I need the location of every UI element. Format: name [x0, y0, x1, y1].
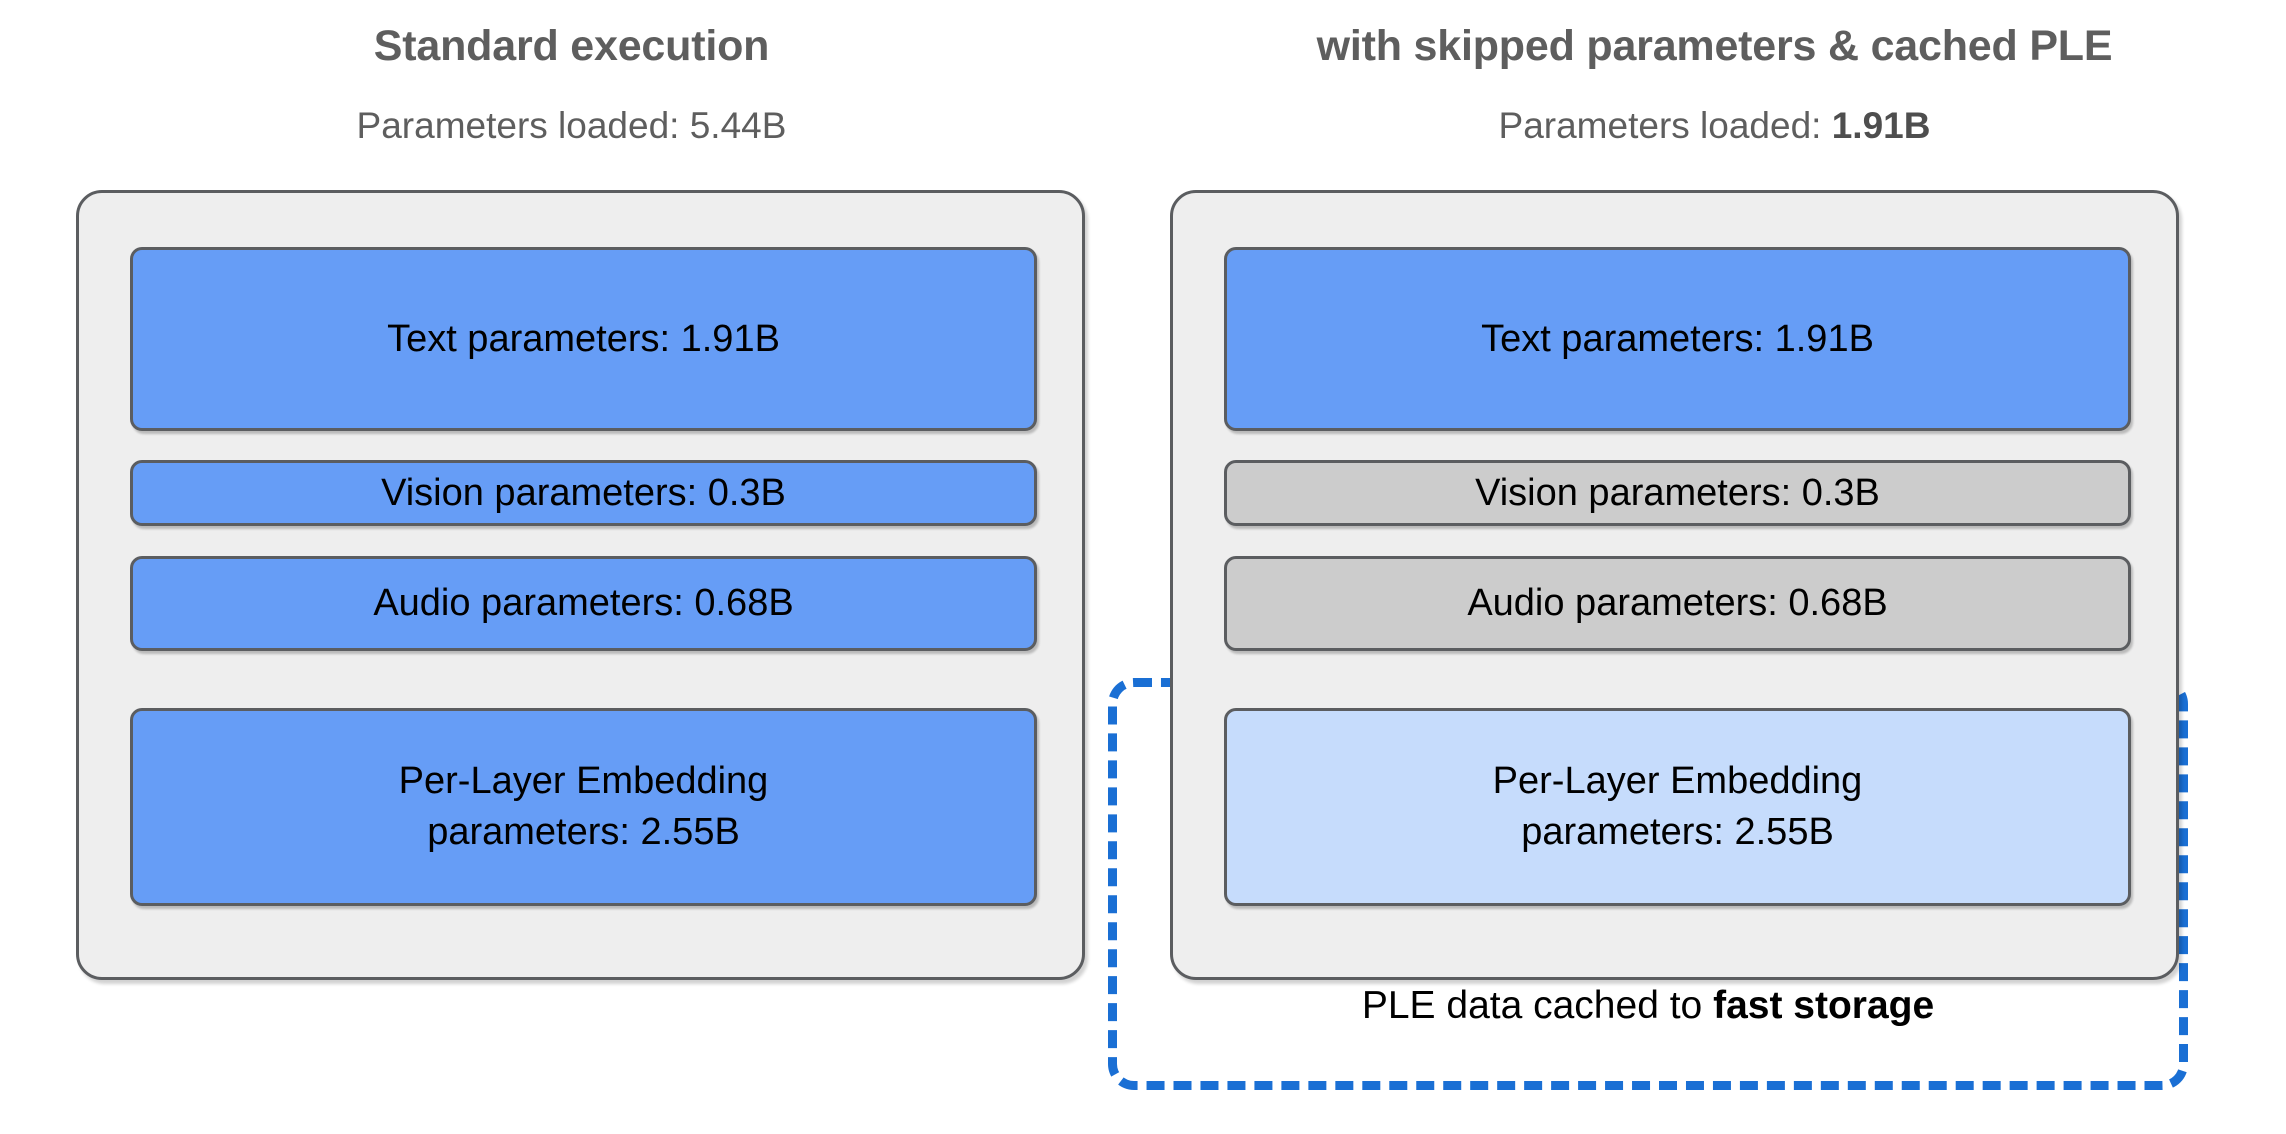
right-column-title: with skipped parameters & cached PLE [1316, 22, 2113, 70]
left-subtitle-value: 5.44B [689, 105, 787, 146]
left-block-vision-parameters-label: Vision parameters: 0.3B [381, 471, 786, 514]
right-block-text-parameters: Text parameters: 1.91B [1224, 247, 2131, 431]
left-block-text-parameters: Text parameters: 1.91B [130, 247, 1037, 431]
left-block-vision-parameters: Vision parameters: 0.3B [130, 460, 1037, 526]
right-block-ple-parameters: Per-Layer Embedding parameters: 2.55B [1224, 708, 2131, 906]
right-block-ple-parameters-label: Per-Layer Embedding parameters: 2.55B [1493, 756, 1863, 857]
left-block-ple-parameters-label: Per-Layer Embedding parameters: 2.55B [399, 756, 769, 857]
standard-execution-panel: Text parameters: 1.91B Vision parameters… [76, 190, 1085, 980]
cache-caption-prefix: PLE data cached to [1361, 984, 1714, 1027]
right-block-vision-parameters-label: Vision parameters: 0.3B [1475, 471, 1880, 514]
left-column: Standard execution Parameters loaded: 5.… [0, 22, 1143, 980]
right-block-audio-parameters: Audio parameters: 0.68B [1224, 556, 2131, 651]
left-block-ple-line2: parameters: 2.55B [427, 811, 740, 853]
cache-caption: PLE data cached to fast storage [1108, 984, 2188, 1028]
left-block-ple-parameters: Per-Layer Embedding parameters: 2.55B [130, 708, 1037, 906]
left-block-ple-line1: Per-Layer Embedding [398, 760, 769, 803]
right-block-text-parameters-label: Text parameters: 1.91B [1481, 317, 1874, 360]
skipped-parameters-panel: Text parameters: 1.91B Vision parameters… [1170, 190, 2179, 980]
left-block-audio-parameters: Audio parameters: 0.68B [130, 556, 1037, 651]
left-block-text-parameters-label: Text parameters: 1.91B [387, 317, 780, 360]
left-column-title: Standard execution [373, 22, 770, 70]
left-subtitle-prefix: Parameters loaded: [356, 105, 690, 146]
right-block-ple-line2: parameters: 2.55B [1521, 811, 1834, 853]
cache-caption-strong: fast storage [1713, 984, 1935, 1027]
left-block-audio-parameters-label: Audio parameters: 0.68B [373, 582, 794, 625]
right-column-subtitle: Parameters loaded: 1.91B [1143, 105, 2286, 147]
right-subtitle-value: 1.91B [1831, 105, 1931, 146]
right-column: with skipped parameters & cached PLE Par… [1108, 0, 2286, 1134]
right-block-vision-parameters: Vision parameters: 0.3B [1224, 460, 2131, 526]
left-column-subtitle: Parameters loaded: 5.44B [0, 105, 1143, 147]
right-block-audio-parameters-label: Audio parameters: 0.68B [1467, 582, 1888, 625]
right-subtitle-prefix: Parameters loaded: [1498, 105, 1832, 146]
right-block-ple-line1: Per-Layer Embedding [1492, 760, 1863, 803]
